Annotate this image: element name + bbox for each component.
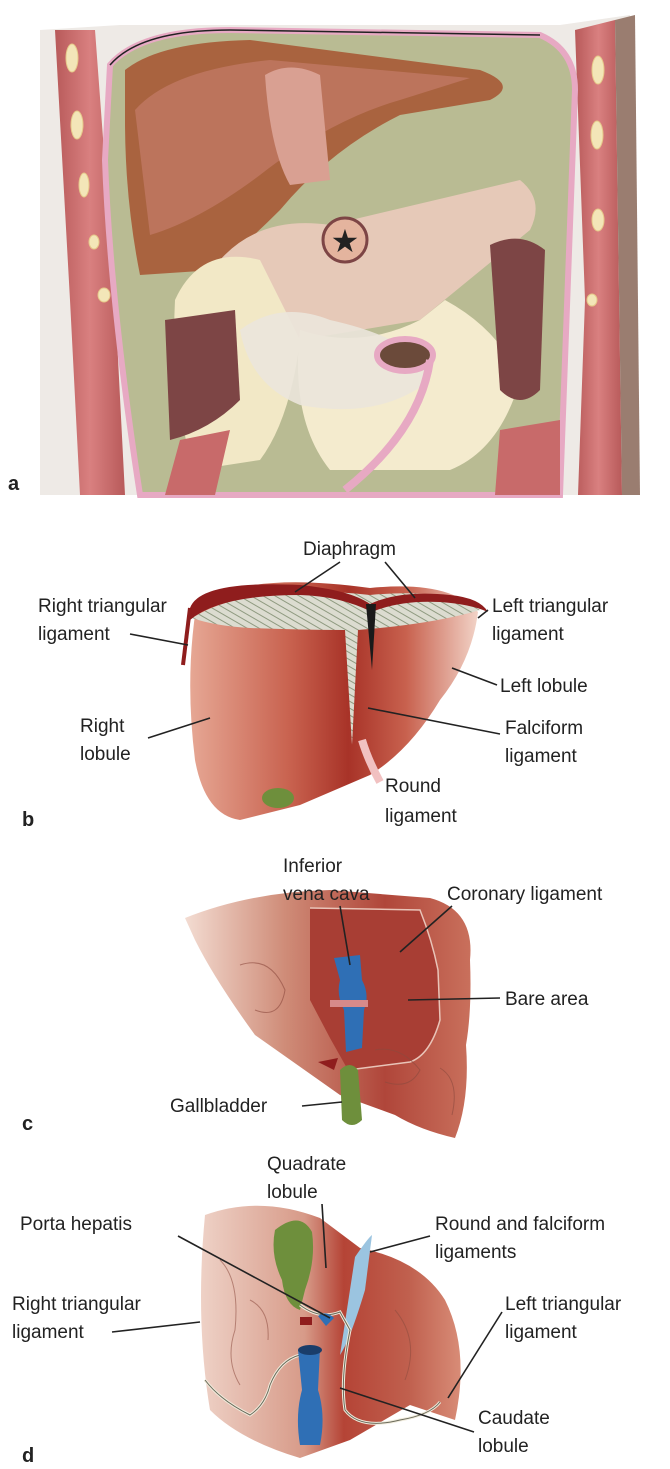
label-diaphragm: Diaphragm — [303, 539, 396, 560]
label-ivc-2: vena cava — [283, 884, 370, 905]
panel-a-figure: ★ a — [0, 0, 670, 500]
liver-visceral-body — [201, 1206, 461, 1458]
panel-label-c: c — [22, 1113, 33, 1135]
label-quadrate-2: lobule — [267, 1182, 318, 1203]
panel-label-d: d — [22, 1445, 34, 1467]
panel-label-b: b — [22, 809, 34, 830]
panel-c-figure: Inferior vena cava Coronary ligament Bar… — [0, 830, 670, 1140]
label-right-triangular-2: ligament — [38, 624, 111, 645]
label-right-triangular-1: Right triangular — [38, 596, 168, 617]
panel-label-a: a — [8, 473, 20, 495]
label-right-triangular-d-1: Right triangular — [12, 1294, 142, 1315]
gallbladder-shape — [262, 788, 294, 808]
label-left-lobule: Left lobule — [500, 676, 588, 697]
label-round-falciform-1: Round and falciform — [435, 1214, 605, 1235]
label-right-lobule-1: Right — [80, 716, 125, 737]
label-porta-hepatis: Porta hepatis — [20, 1214, 132, 1235]
label-round-falciform-2: ligaments — [435, 1242, 516, 1263]
svg-text:★: ★ — [331, 223, 360, 259]
label-round-2: ligament — [385, 806, 458, 827]
label-ivc-1: Inferior — [283, 856, 343, 877]
label-right-lobule-2: lobule — [80, 744, 131, 765]
label-falciform-2: ligament — [505, 746, 578, 767]
label-left-triangular-2: ligament — [492, 624, 565, 645]
liver-visceral-view: Quadrate lobule Porta hepatis Round and … — [0, 1140, 670, 1469]
panel-b-figure: Diaphragm Right triangular ligament Left… — [0, 500, 670, 830]
label-caudate-2: lobule — [478, 1436, 529, 1457]
label-gallbladder: Gallbladder — [170, 1096, 268, 1117]
label-left-triangular-d-2: ligament — [505, 1322, 578, 1343]
label-round-1: Round — [385, 776, 441, 797]
label-quadrate-1: Quadrate — [267, 1154, 346, 1175]
label-coronary: Coronary ligament — [447, 884, 603, 905]
label-caudate-1: Caudate — [478, 1408, 550, 1429]
abdominal-section-illustration: ★ a — [0, 0, 670, 500]
panel-d-figure: Quadrate lobule Porta hepatis Round and … — [0, 1140, 670, 1469]
vena-cava-shape-d — [298, 1348, 323, 1445]
label-bare-area: Bare area — [505, 989, 589, 1010]
label-left-triangular-d-1: Left triangular — [505, 1294, 622, 1315]
liver-posterior-view: Inferior vena cava Coronary ligament Bar… — [0, 830, 670, 1140]
label-falciform-1: Falciform — [505, 718, 583, 739]
label-left-triangular-1: Left triangular — [492, 596, 609, 617]
liver-anterior-view: Diaphragm Right triangular ligament Left… — [0, 500, 670, 830]
label-right-triangular-d-2: ligament — [12, 1322, 85, 1343]
